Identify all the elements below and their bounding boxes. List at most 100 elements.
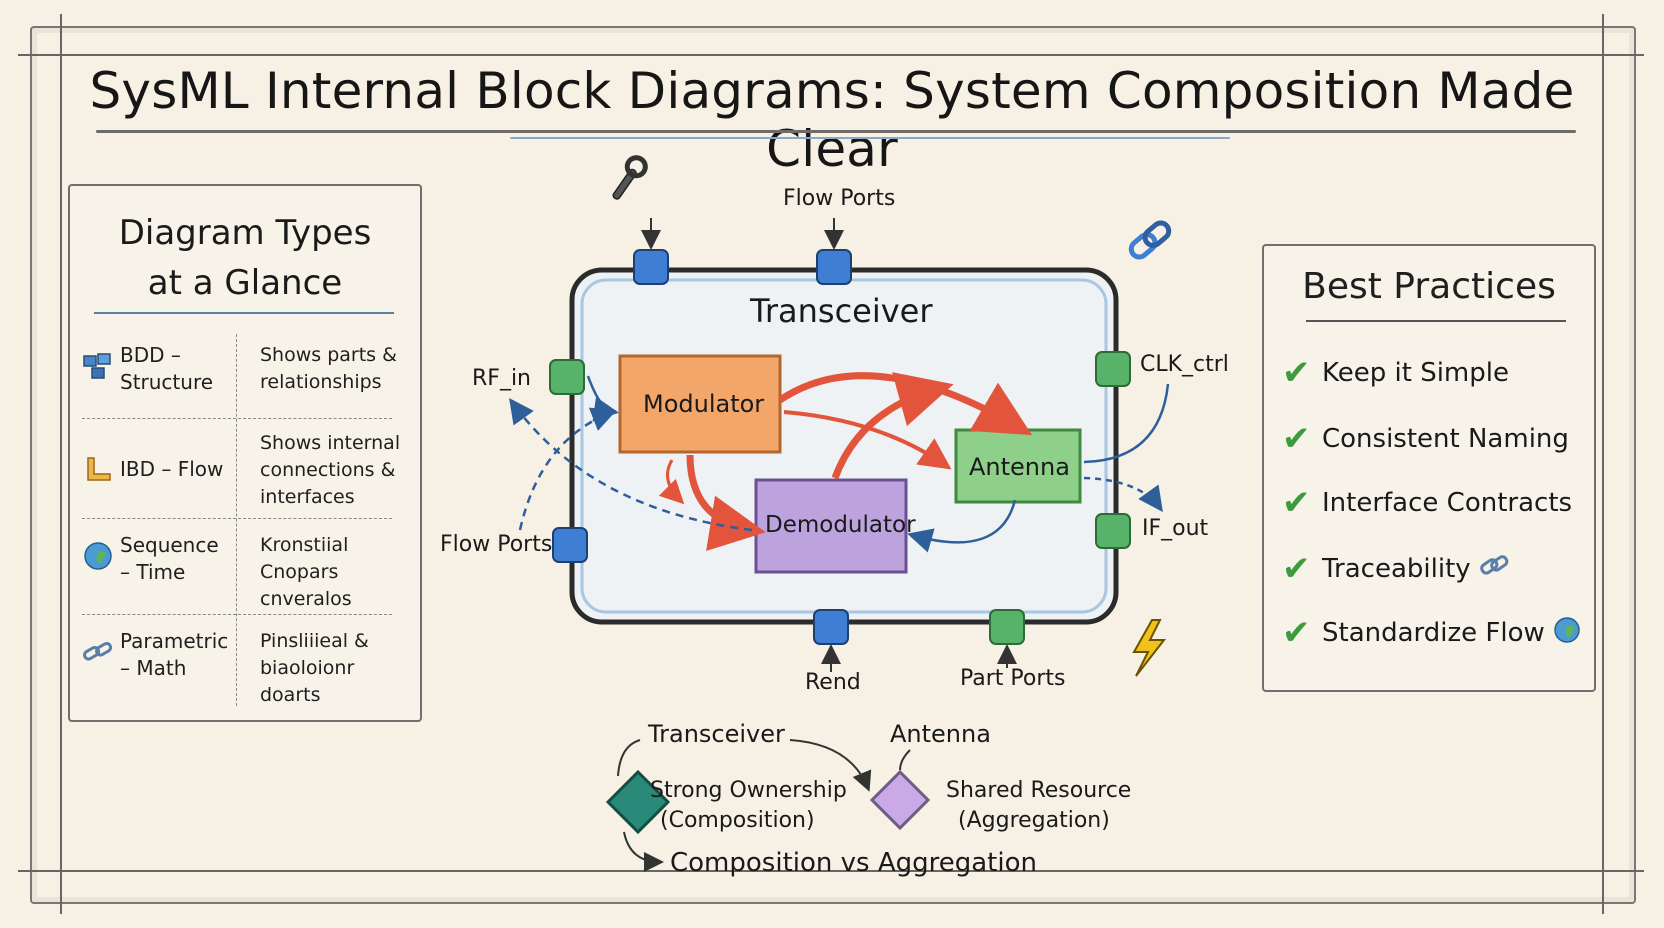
row-name-line2: – Time [120,560,186,584]
ibd-ruler-icon [82,454,114,486]
best-practice-label: Consistent Naming [1322,424,1569,454]
frame-rule-top [18,54,1644,56]
demodulator-return-flow [658,459,685,505]
page-title: SysML Internal Block Diagrams: System Co… [89,62,1575,178]
best-practice-item: ✔ Interface Contracts [1282,478,1572,528]
row-divider [82,518,392,519]
composition-label-line1: Strong Ownership [650,778,847,803]
demodulator-rf-connector [509,397,753,532]
legend-transceiver-label: Transceiver [648,720,785,748]
chain-link-icon [82,636,114,668]
frame-rule-left [60,14,62,914]
row-desc-line1: Kronstiial [260,534,349,556]
best-practice-label: Standardize Flow [1322,618,1545,648]
rend-port[interactable] [813,609,849,645]
check-icon: ✔ [1282,549,1311,589]
title-underline [96,130,1576,133]
row-name-line1: Parametric [120,629,229,653]
legend-caption: Composition vs Aggregation [670,848,1037,878]
flow-port-left[interactable] [552,527,588,563]
flow-ports-connector [518,407,617,531]
check-icon: ✔ [1282,419,1311,459]
antenna-demodulator-connector [907,499,1017,553]
aggregation-label: Shared Resource (Aggregation) [946,776,1131,836]
row-name-line1: Sequence [120,533,219,557]
best-practice-item: ✔ Standardize Flow [1282,608,1581,658]
best-practice-label: Traceability [1322,554,1471,584]
row-desc-line2: Cnopars cnveralos [260,561,352,610]
if-out-label: IF_out [1142,516,1209,541]
column-divider [236,334,237,706]
rf-in-port[interactable] [549,359,585,395]
check-icon: ✔ [1282,613,1311,653]
if-out-port[interactable] [1095,513,1131,549]
clk-ctrl-port[interactable] [1095,351,1131,387]
best-practice-item: ✔ Consistent Naming [1282,414,1569,464]
best-practice-item: ✔ Traceability [1282,544,1509,594]
transceiver-label: Transceiver [750,292,933,330]
row-divider [82,614,392,615]
antenna-part[interactable] [954,428,1082,504]
composition-label-line2: (Composition) [660,808,815,833]
demodulator-up-flow [831,372,954,480]
frame-rule-right [1602,14,1604,914]
globe-icon [1553,616,1581,650]
demodulator-label: Demodulator [765,512,916,538]
modulator-part[interactable] [618,354,782,454]
legend-caption-arrow [623,831,664,872]
legend-left-connector [617,739,641,777]
flow-ports-left-label: Flow Ports [440,532,553,557]
check-icon: ✔ [1282,483,1311,523]
wrench-icon [612,155,648,200]
legend-transceiver-antenna-arrow [789,739,872,792]
check-icon: ✔ [1282,353,1311,393]
clk-ctrl-connector [1083,383,1170,464]
antenna-label: Antenna [969,453,1070,481]
diagram-types-title: Diagram Types at a Glance [70,208,420,308]
clk-ctrl-label: CLK_ctrl [1140,352,1229,377]
diagram-types-title-line1: Diagram Types [118,213,372,253]
row-desc-line1: Pinsliiieal & [260,630,369,652]
best-practices-rule [1306,320,1566,322]
diagram-types-rule [94,312,394,314]
legend-antenna-label: Antenna [890,720,991,748]
flow-port-top-left[interactable] [633,249,669,285]
chain-link-icon [1479,554,1509,584]
part-ports-label: Part Ports [960,666,1066,691]
aggregation-label-line1: Shared Resource [946,778,1132,803]
composition-diamond [605,769,671,835]
best-practice-item: ✔ Keep it Simple [1282,348,1509,398]
page-frame [30,26,1636,904]
frame-rule-bottom [18,870,1644,872]
modulator-demodulator-flow [686,454,766,551]
row-desc-line3: interfaces [260,486,355,508]
row-desc-line2: biaoloionr doarts [260,657,355,706]
flow-ports-top-label: Flow Ports [783,186,896,211]
part-port[interactable] [989,609,1025,645]
rf-in-label: RF_in [472,366,531,391]
legend-right-connector [899,749,911,771]
row-name-line2: – Math [120,656,187,680]
best-practice-label: Keep it Simple [1322,358,1509,388]
flow-port-top[interactable] [816,249,852,285]
diagram-types-title-line2: at a Glance [147,263,343,303]
diagram-types-panel: Diagram Types at a Glance BDD – Structure… [68,184,422,722]
row-desc-line2: connections & [260,459,396,481]
row-name-line2: Structure [120,370,214,394]
chain-link-icon [1128,220,1172,260]
aggregation-diamond [869,769,931,831]
modulator-antenna-thin-flow [783,410,952,470]
row-desc-line1: Shows internal [260,432,401,454]
demodulator-part[interactable] [754,478,908,574]
row-name-line1: BDD – [120,343,181,367]
if-out-connector [1083,476,1163,513]
lightning-icon [1132,619,1167,677]
modulator-label: Modulator [643,390,765,418]
rend-label: Rend [805,670,861,695]
title-underline-accent [510,137,1230,139]
aggregation-label-line2: (Aggregation) [958,808,1110,833]
globe-icon [82,540,114,572]
row-name-line1: IBD – Flow [120,457,224,481]
row-desc-line1: Shows parts & [260,344,397,366]
